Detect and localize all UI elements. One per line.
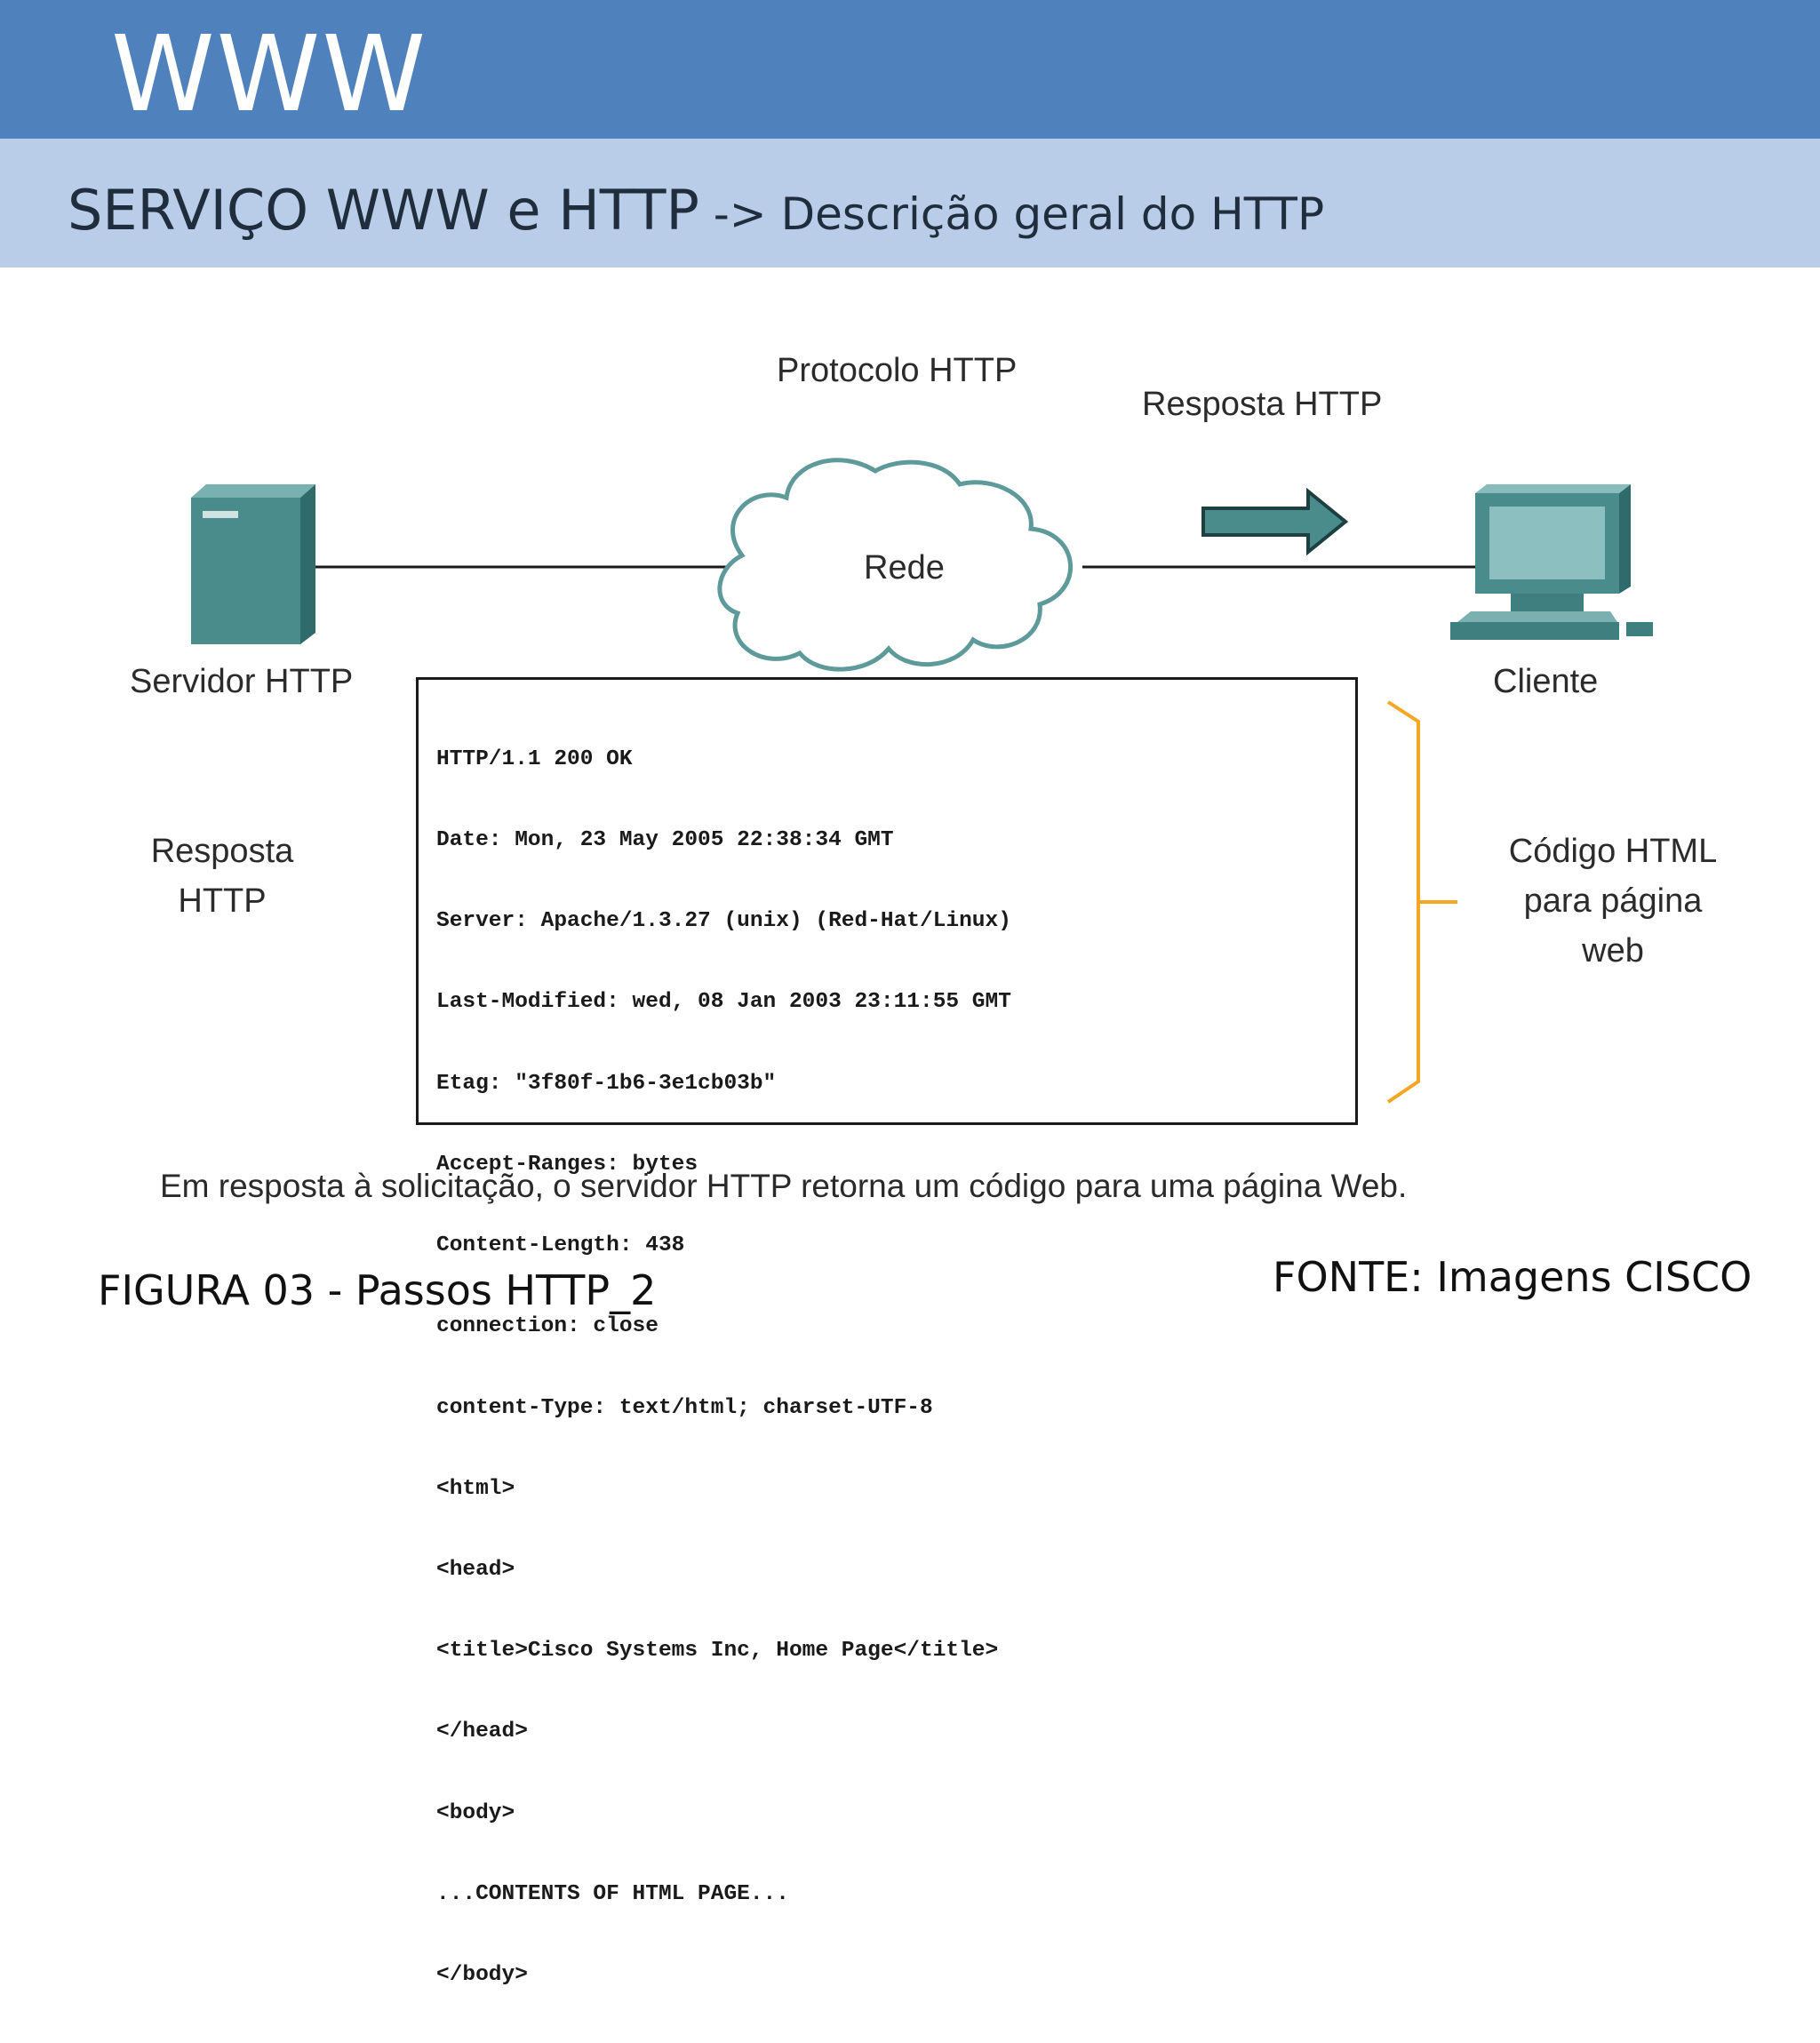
code-line: Content-Length: 438 — [436, 1233, 685, 1258]
code-line: Last-Modified: wed, 08 Jan 2003 23:11:55… — [436, 990, 1011, 1015]
server-icon — [191, 484, 315, 644]
code-line: <title>Cisco Systems Inc, Home Page</tit… — [436, 1639, 999, 1664]
code-line: Server: Apache/1.3.27 (unix) (Red-Hat/Li… — [436, 909, 1011, 934]
code-line: content-Type: text/html; charset-UTF-8 — [436, 1395, 933, 1420]
code-line: <body> — [436, 1800, 515, 1825]
http-response-code: HTTP/1.1 200 OK Date: Mon, 23 May 2005 2… — [436, 692, 1011, 2043]
slide-subtitle: SERVIÇO WWW e HTTP -> Descrição geral do… — [68, 178, 1324, 243]
code-line: connection: close — [436, 1314, 659, 1339]
html-code-label-line3: web — [1582, 932, 1644, 970]
response-arrow-icon — [1201, 487, 1349, 556]
network-cloud-icon — [717, 458, 1073, 672]
response-side-label: Resposta HTTP — [116, 826, 329, 926]
client-label: Cliente — [1493, 663, 1599, 700]
protocol-label: Protocolo HTTP — [777, 352, 1018, 389]
subtitle-bar — [0, 139, 1820, 267]
code-line: </head> — [436, 1720, 528, 1744]
code-line: <head> — [436, 1558, 515, 1582]
code-line: Date: Mon, 23 May 2005 22:38:34 GMT — [436, 828, 894, 853]
code-line: <html> — [436, 1476, 515, 1501]
diagram-caption: Em resposta à solicitação, o servidor HT… — [160, 1168, 1408, 1204]
subtitle-detail: -> Descrição geral do HTTP — [698, 188, 1325, 240]
code-line: Accept-Ranges: bytes — [436, 1152, 698, 1177]
response-side-label-line1: Resposta — [150, 833, 294, 870]
response-http-label: Resposta HTTP — [1142, 386, 1383, 423]
figure-label: FIGURA 03 - Passos HTTP_2 — [98, 1266, 657, 1314]
code-bracket-icon — [1386, 700, 1457, 1104]
source-label: FONTE: Imagens CISCO — [1273, 1253, 1752, 1301]
html-code-label-line2: para página — [1523, 882, 1703, 920]
code-line: HTTP/1.1 200 OK — [436, 746, 633, 771]
code-line: </body> — [436, 1963, 528, 1988]
html-code-label-line1: Código HTML — [1508, 833, 1718, 870]
html-code-label: Código HTML para página web — [1480, 826, 1746, 976]
client-computer-icon — [1450, 484, 1653, 640]
code-line: ...CONTENTS OF HTML PAGE... — [436, 1881, 789, 1906]
code-line: Etag: "3f80f-1b6-3e1cb03b" — [436, 1071, 777, 1096]
response-side-label-line2: HTTP — [178, 882, 267, 920]
server-label: Servidor HTTP — [130, 663, 354, 700]
subtitle-main: SERVIÇO WWW e HTTP — [68, 178, 699, 243]
http-response-code-box: HTTP/1.1 200 OK Date: Mon, 23 May 2005 2… — [416, 677, 1358, 1987]
title-bar — [0, 0, 1820, 139]
network-diagram — [191, 458, 1653, 1104]
network-label: Rede — [864, 549, 945, 587]
slide-title: WWW — [111, 12, 428, 135]
